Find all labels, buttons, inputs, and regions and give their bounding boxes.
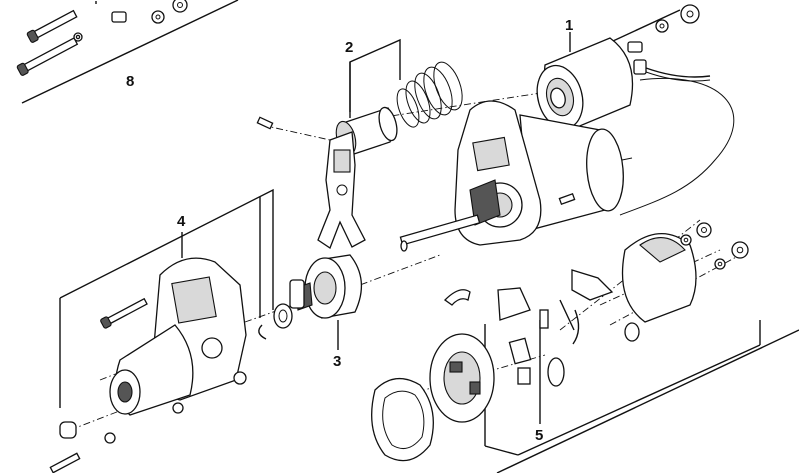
callout-1: 1 [565, 17, 573, 34]
callout-5: 5 [535, 427, 543, 444]
callout-labels: 1 2 3 4 5 8 [126, 17, 573, 444]
part-5-brush-end [371, 222, 749, 462]
callout-8: 8 [126, 73, 134, 90]
part-4-drive-housing [49, 257, 293, 473]
part-3-pinion-drive [289, 254, 362, 319]
callout-3: 3 [333, 353, 341, 370]
part-1-solenoid [536, 4, 711, 131]
part-2-plunger-assembly [256, 61, 463, 249]
callout-4: 4 [177, 213, 186, 230]
callout-2: 2 [345, 39, 353, 56]
starter-motor-body [399, 100, 633, 252]
part-8-fasteners [16, 0, 188, 76]
